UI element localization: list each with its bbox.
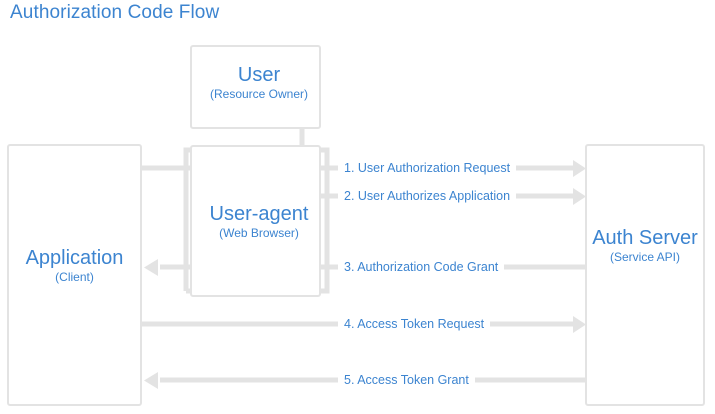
node-label-useragent: User-agent (Web Browser): [190, 203, 328, 241]
node-subtitle-authserver: (Service API): [609, 249, 681, 264]
node-title-useragent: User-agent: [209, 203, 309, 225]
page-title: Authorization Code Flow: [10, 2, 220, 23]
node-title-user: User: [237, 64, 281, 86]
node-label-application: Application (Client): [7, 247, 142, 285]
node-label-authserver: Auth Server (Service API): [585, 227, 705, 264]
node-box-authserver[interactable]: [585, 144, 705, 406]
node-subtitle-user: (Resource Owner): [209, 87, 309, 101]
arrowhead-flow-1: [573, 160, 586, 177]
flow-label-4: 4. Access Token Request: [338, 317, 491, 331]
flow-label-3: 3. Authorization Code Grant: [338, 260, 505, 274]
node-box-user[interactable]: [190, 45, 321, 129]
node-box-application[interactable]: [7, 144, 142, 406]
node-subtitle-useragent: (Web Browser): [219, 226, 299, 240]
arrowhead-flow-5: [144, 372, 158, 389]
node-subtitle-application: (Client): [55, 270, 94, 284]
arrowhead-flow-2: [573, 188, 586, 205]
flow-label-5: 5. Access Token Grant: [338, 373, 475, 387]
node-box-useragent[interactable]: [190, 145, 321, 297]
node-label-user: User (Resource Owner): [190, 64, 328, 102]
arrowhead-flow-4: [573, 316, 586, 333]
flow-label-1: 1. User Authorization Request: [338, 161, 517, 175]
arrowhead-flow-3: [144, 259, 158, 276]
node-title-application: Application: [25, 247, 124, 269]
flow-label-2: 2. User Authorizes Application: [338, 189, 517, 203]
node-title-authserver: Auth Server: [592, 227, 698, 249]
